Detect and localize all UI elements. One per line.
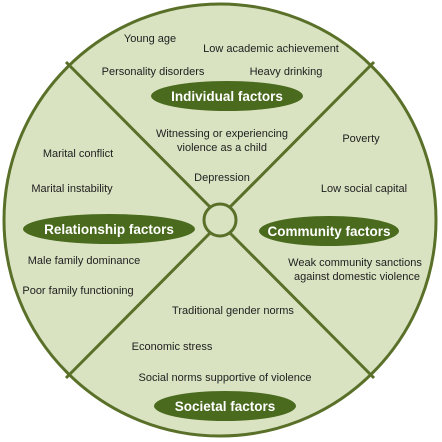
relationship-item-poor-family-functioning: Poor family functioning (22, 285, 133, 297)
community-item-poverty: Poverty (342, 133, 380, 145)
community-item-weak-sanctions-line1: Weak community sanctions (288, 257, 422, 269)
relationship-factors-heading: Relationship factors (44, 222, 174, 237)
divider-top-left (64, 60, 215, 212)
individual-item-personality-disorders: Personality disorders (102, 66, 205, 78)
divider-bottom-left (64, 228, 215, 380)
individual-item-young-age: Young age (124, 33, 176, 45)
relationship-item-male-family-dominance: Male family dominance (28, 255, 141, 267)
individual-factors-heading: Individual factors (171, 89, 283, 104)
shared-item-witnessing-line1: Witnessing or experiencing (156, 128, 288, 140)
divider-bottom-right (225, 228, 376, 380)
community-factors-label (259, 216, 399, 246)
societal-item-traditional-gender-norms: Traditional gender norms (172, 305, 294, 317)
individual-item-low-academic-achievement: Low academic achievement (203, 43, 339, 55)
community-item-low-social-capital: Low social capital (321, 183, 407, 195)
relationship-factors-label (23, 214, 195, 244)
center-circle (202, 202, 238, 238)
relationship-item-marital-conflict: Marital conflict (43, 148, 113, 160)
relationship-item-marital-instability: Marital instability (31, 183, 113, 195)
shared-item-depression: Depression (194, 172, 250, 184)
societal-factors-heading: Societal factors (175, 399, 276, 414)
community-item-weak-sanctions-line2: against domestic violence (294, 271, 420, 283)
societal-item-economic-stress: Economic stress (132, 341, 213, 353)
divider-top-right (225, 60, 376, 212)
societal-item-social-norms: Social norms supportive of violence (138, 372, 311, 384)
individual-factors-label (151, 81, 303, 111)
individual-item-heavy-drinking: Heavy drinking (250, 66, 323, 78)
shared-item-witnessing-line2: violence as a child (177, 142, 267, 154)
community-factors-heading: Community factors (267, 224, 390, 239)
societal-factors-label (154, 391, 296, 421)
